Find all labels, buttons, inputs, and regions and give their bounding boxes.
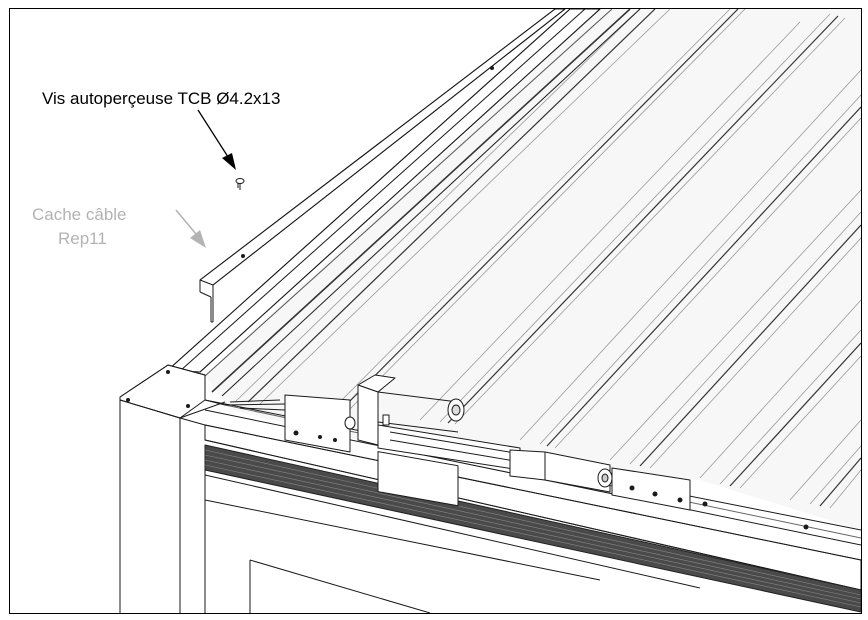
screw-part bbox=[235, 178, 245, 190]
cable-cover-callout-label-line2: Rep11 bbox=[58, 229, 107, 248]
roof-ridge-edges bbox=[247, 9, 861, 507]
actuator-motor bbox=[284, 374, 521, 507]
cable-cover-leader-line bbox=[175, 209, 197, 235]
front-beam bbox=[204, 424, 861, 613]
screw-callout-label: Vis autoperçeuse TCB Ø4.2x13 bbox=[42, 89, 280, 108]
slider-bracket bbox=[509, 449, 809, 530]
cable-cover-callout-label-line1: Cache câble bbox=[32, 205, 127, 224]
cable-cover-part bbox=[199, 9, 566, 323]
roof-ridges bbox=[234, 9, 861, 509]
screw-arrow-head bbox=[222, 153, 236, 170]
roof-left-detail bbox=[224, 399, 286, 411]
corner-post bbox=[119, 364, 226, 613]
screw-leader-line bbox=[197, 109, 231, 161]
cable-cover-arrow-head bbox=[190, 230, 206, 248]
